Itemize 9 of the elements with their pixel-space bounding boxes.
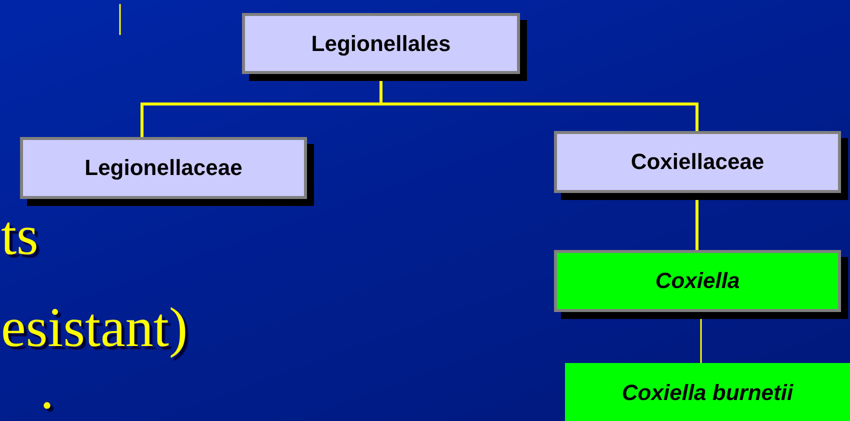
slide-text: esistant) [1, 300, 188, 356]
taxon-name: Legionellales [311, 30, 451, 56]
slide-text: ts [1, 208, 38, 264]
taxon-box [565, 363, 850, 421]
taxon-name: Coxiella [655, 268, 740, 294]
taxon-name: Coxiella burnetii [622, 380, 794, 406]
taxon-name: Legionellaceae [84, 155, 242, 181]
taxon-name: Coxiellaceae [630, 149, 764, 175]
slide-text: . [40, 362, 54, 418]
